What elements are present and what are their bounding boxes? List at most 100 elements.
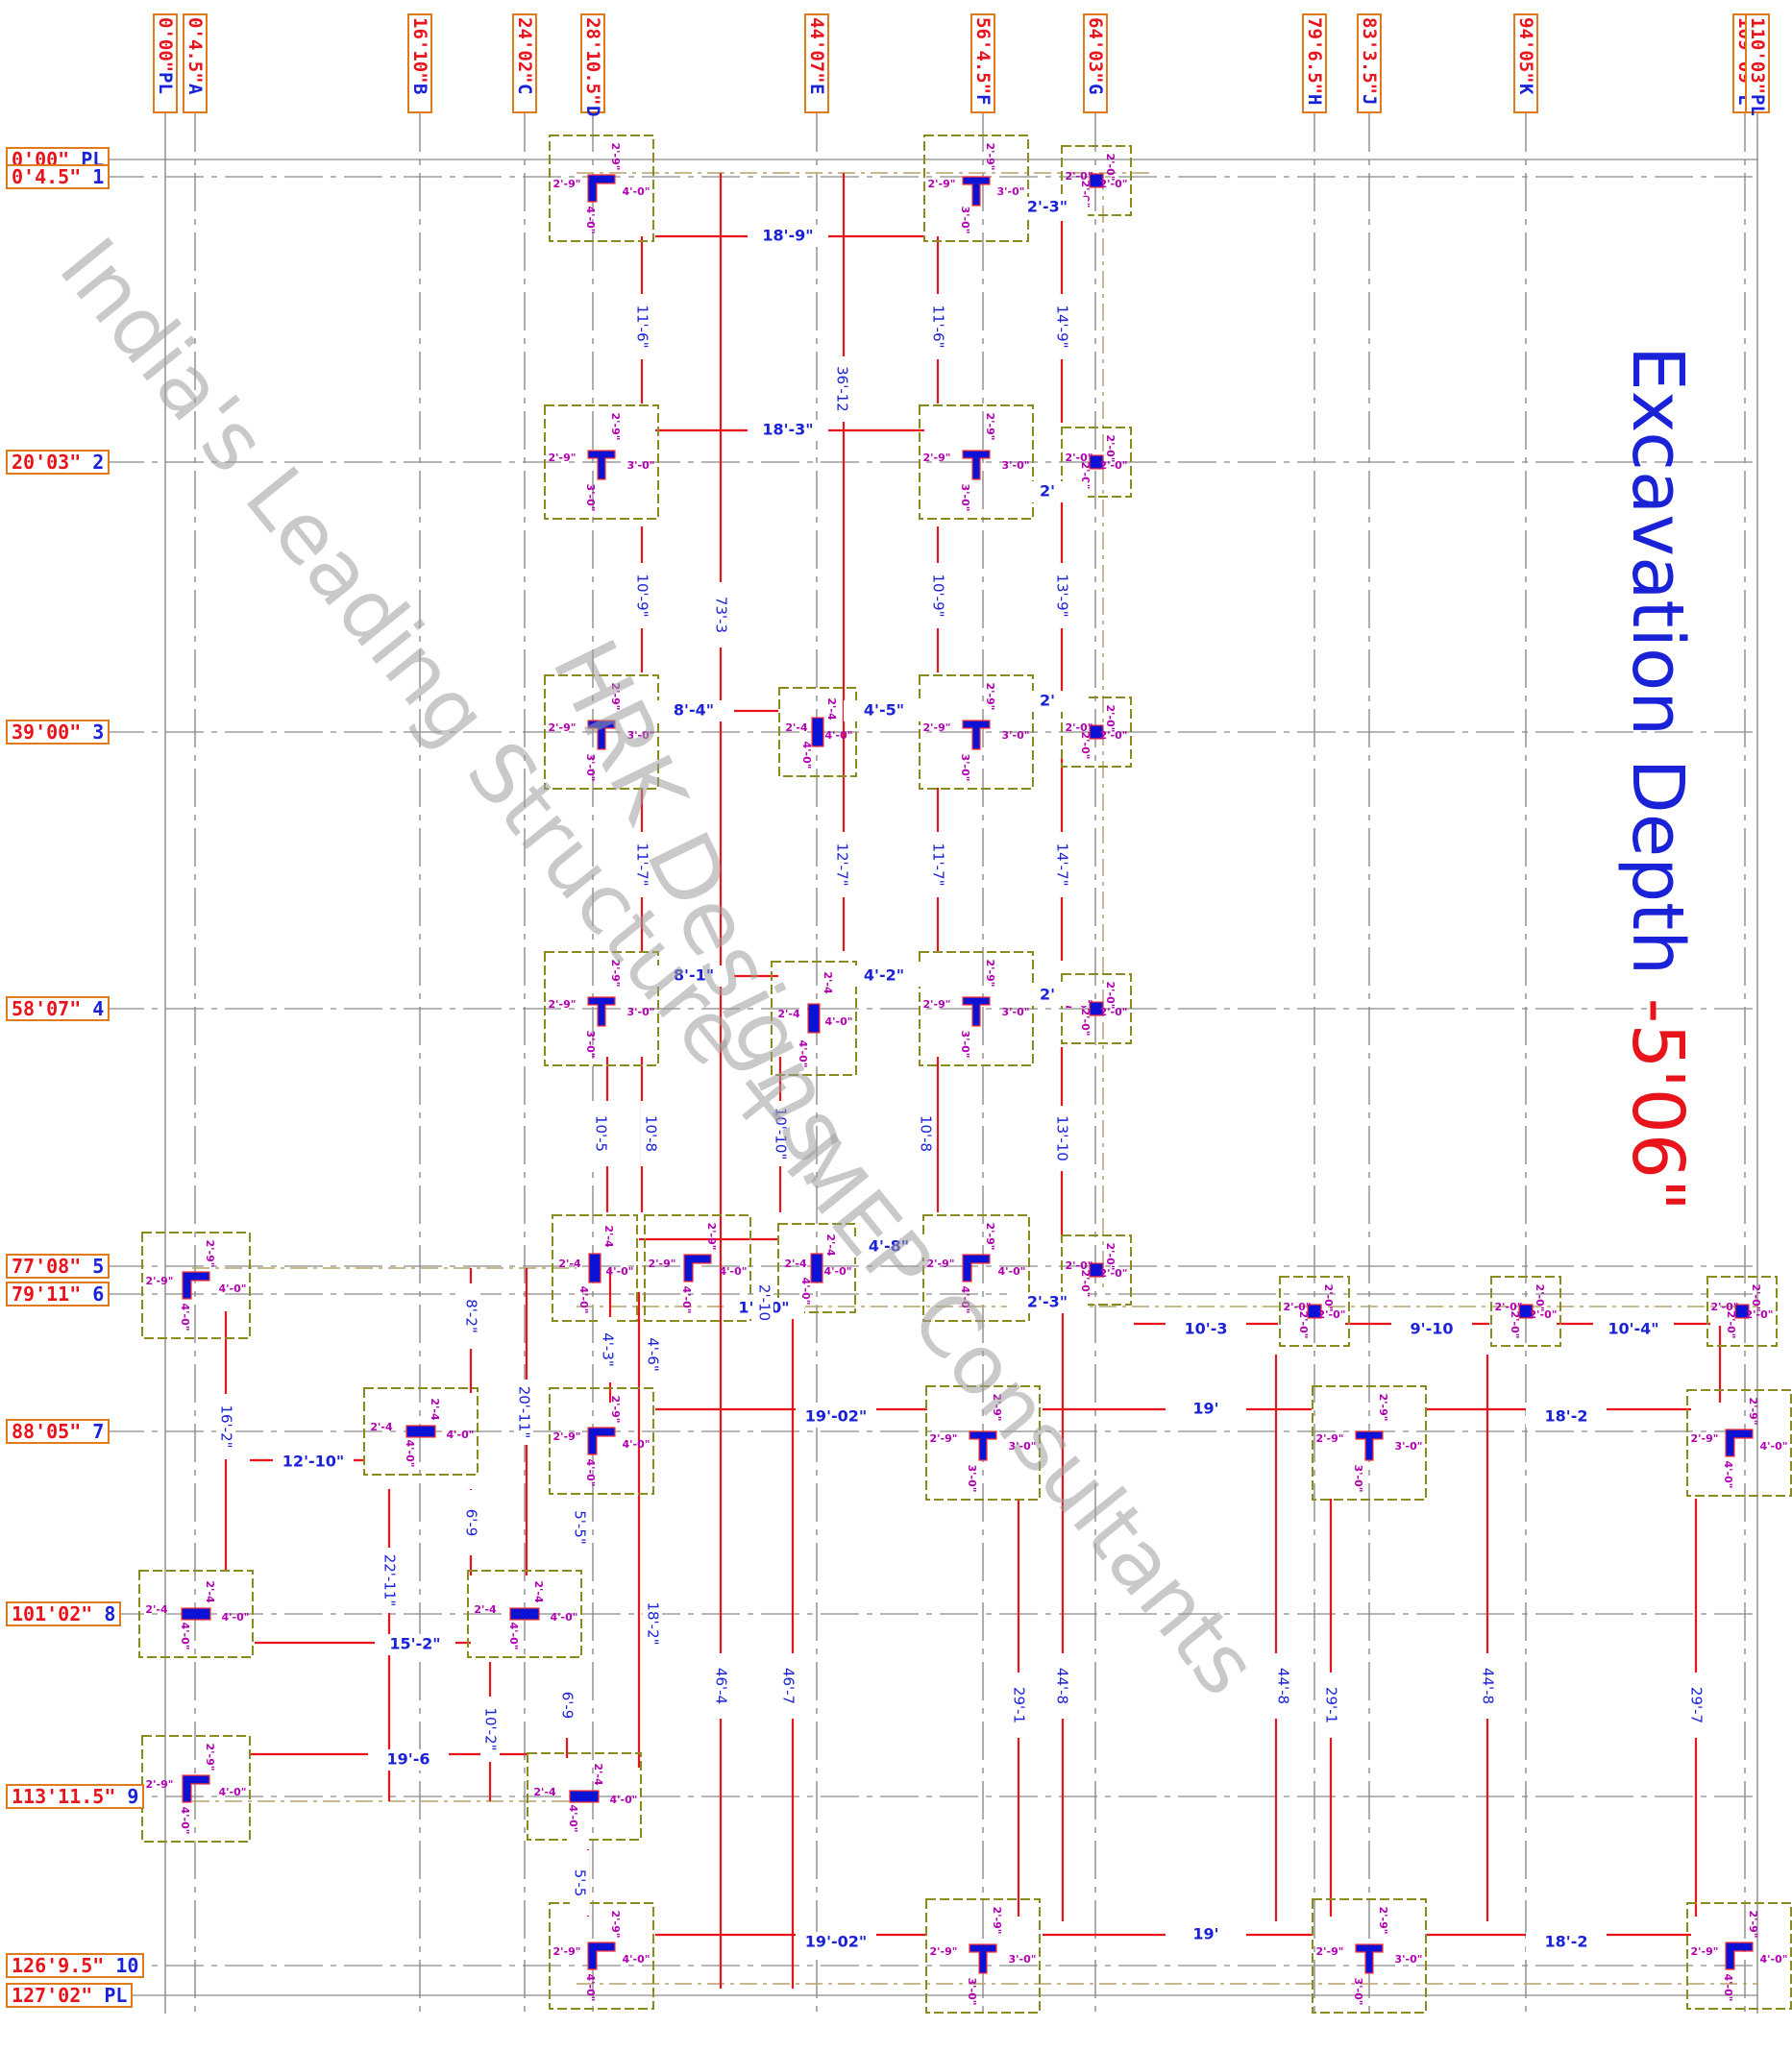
dimension-text: 10'-5 <box>593 1115 610 1152</box>
grid-level: 58'07" <box>12 997 82 1020</box>
footing-size-label: 3'-0" <box>959 1031 971 1059</box>
dim-bg <box>1007 985 1088 1006</box>
footing-size-label: 3'-0" <box>1002 1006 1030 1018</box>
footing-size-label: 2'-4 <box>532 1580 545 1603</box>
square-column <box>1089 1262 1104 1278</box>
dimension-v: 10'-9" <box>928 563 947 628</box>
t-column <box>587 720 616 750</box>
grid-level: 110'03" <box>1747 17 1768 95</box>
footing-outline <box>778 687 857 777</box>
footing-size-label: 2'-4 <box>145 1603 168 1616</box>
footing-size-label: 3'-0" <box>1002 729 1030 742</box>
footing-size-label: 2'-4 <box>602 1225 615 1248</box>
footing-outline <box>925 1898 1041 2014</box>
footing: 2'-9"4'-0"2'-9"4'-0" <box>1686 1389 1792 1497</box>
footing-size-label: 2'-0" <box>1104 154 1117 182</box>
title-value: -5'06" <box>1616 997 1699 1211</box>
dimension-text: 9'-10 <box>1411 1320 1454 1338</box>
footing-size-label: 3'-0" <box>1352 1465 1364 1493</box>
footing-size-label: 2'-4 <box>533 1786 556 1798</box>
footing-outline <box>1279 1276 1350 1347</box>
l-column <box>1725 1942 1754 1970</box>
footing-size-label: 3'-0" <box>584 484 597 512</box>
dimension-text: 11'-7" <box>634 843 651 886</box>
dimension-v: 16'-2" <box>216 1394 235 1459</box>
dim-bg <box>711 582 730 647</box>
footing-size-label: 2'-9" <box>609 143 622 171</box>
footing: 2'-9"3'-0"2'-9"3'-0" <box>923 134 1029 242</box>
dimension-text: 18'-2 <box>1545 1407 1588 1426</box>
footing: 2'-9"3'-0"2'-9"3'-0" <box>1312 1385 1427 1501</box>
dimension-v: 20'-11" <box>514 1380 533 1445</box>
footing-size-label: 2'-0" <box>1066 721 1093 734</box>
grid-id: 4 <box>81 997 105 1020</box>
dimension-text: 10'-9" <box>930 574 947 617</box>
footing-size-label: 3'-0" <box>959 754 971 782</box>
footing-size-label: 2'-0" <box>1104 705 1117 733</box>
footing-size-label: 2'-0" <box>1725 1311 1737 1339</box>
t-column <box>587 450 616 480</box>
footing: 2'-44'-0"2'-44'-0" <box>552 1214 638 1322</box>
footing-size-label: 2'-9" <box>609 413 622 441</box>
footing-size-label: 3'-0" <box>1352 1978 1364 2006</box>
dimension-text: 10'-8 <box>918 1115 935 1152</box>
footing-size-label: 3'-0" <box>627 729 655 742</box>
dimension-h: 9'-10 <box>1391 1319 1472 1340</box>
dim-bg <box>632 563 651 628</box>
footing-outline <box>549 134 654 242</box>
grid-id: D <box>582 105 603 116</box>
footing: 2'-9"3'-0"2'-9"3'-0" <box>544 674 659 790</box>
t-column <box>962 720 991 750</box>
dimension-text: 19'-02" <box>805 1933 867 1951</box>
dimension-h: 10'-4" <box>1593 1319 1674 1340</box>
dimension-v: 10'-8 <box>916 1101 935 1166</box>
grid-level: 28'10.5" <box>582 17 603 106</box>
footing-size-label: 3'-0" <box>1009 1440 1037 1453</box>
footing-size-label: 2'-4 <box>824 1234 837 1257</box>
footing-size-label: 4'-0" <box>998 1265 1026 1278</box>
dim-bg <box>748 226 828 247</box>
dimension-text: 11'-7" <box>930 843 947 886</box>
square-column <box>1089 173 1104 188</box>
footing-size-label: 2'-4 <box>784 1258 807 1270</box>
dimension-text: 44'-8 <box>1480 1668 1497 1704</box>
dimension-text: 22'-11" <box>381 1554 399 1607</box>
dimension-text: 19'-6 <box>387 1750 430 1769</box>
footing: 2'-0"2'-0"2'-0"2'-0" <box>1061 696 1132 768</box>
footing-outline <box>1706 1276 1778 1347</box>
dimension-v: 46'-4 <box>711 1653 730 1719</box>
dim-bg <box>216 1394 235 1459</box>
footing-size-label: 2'-0" <box>1530 1308 1558 1321</box>
footing: 2'-44'-0"2'-44'-0" <box>138 1570 254 1658</box>
footing-size-label: 2'-9" <box>923 452 951 464</box>
dim-bg <box>928 563 947 628</box>
footing-size-label: 2'-9" <box>984 683 996 711</box>
footing-size-label: 2'-9" <box>927 1258 955 1270</box>
footing-outline <box>919 951 1034 1066</box>
dimension-v: 10'-8 <box>641 1101 660 1166</box>
grid-id: 2 <box>81 451 105 474</box>
footing-size-label: 3'-0" <box>627 459 655 472</box>
footing: 2'-9"3'-0"2'-9"3'-0" <box>919 404 1034 520</box>
dimension-v: 29'-1 <box>1009 1673 1028 1738</box>
footing-size-label: 4'-0" <box>219 1282 247 1295</box>
grid-level: 79'6.5" <box>1304 17 1325 95</box>
footing-outline <box>1686 1389 1792 1497</box>
grid-level: 0'00" <box>155 17 176 73</box>
dimension-text: 46'-4 <box>713 1668 730 1704</box>
dimension-v: 36'-12 <box>832 356 851 422</box>
footing-size-label: 2'-9" <box>1377 1907 1389 1935</box>
dimension-text: 19'-02" <box>805 1407 867 1426</box>
footing-size-label: 2'-9" <box>609 683 622 711</box>
dimension-v: 8'-2" <box>461 1283 480 1349</box>
dimension-h: 2'-3" <box>1007 1292 1088 1313</box>
footing-size-label: 3'-0" <box>1009 1953 1037 1966</box>
dim-bg <box>643 1322 662 1387</box>
footing: 2'-9"3'-0"2'-9"3'-0" <box>919 951 1034 1066</box>
dimension-text: 2'-3" <box>1027 1293 1068 1311</box>
row-grid-tag: 101'02" 8 <box>6 1601 122 1626</box>
dimension-text: 8'-4" <box>674 701 714 720</box>
grid-id: 9 <box>115 1785 139 1808</box>
grid-id: G <box>1085 83 1106 95</box>
footing: 2'-9"3'-0"2'-9"3'-0" <box>925 1385 1041 1501</box>
